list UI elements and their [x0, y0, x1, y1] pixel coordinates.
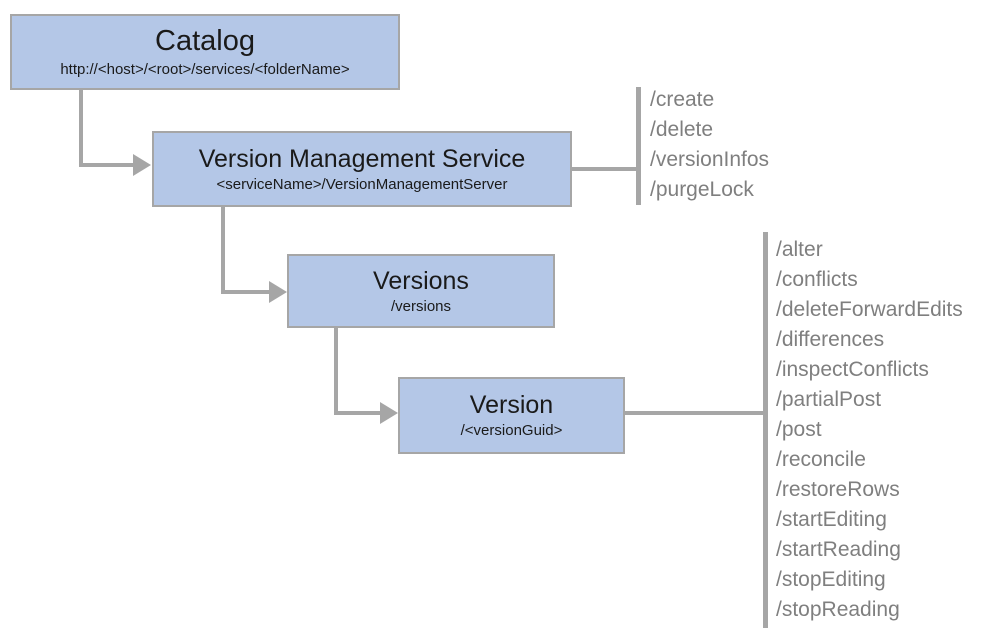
- endpoint-item: /stopEditing: [776, 568, 886, 591]
- connector-versions-to-version-vertical: [334, 328, 338, 415]
- endpoint-item: /alter: [776, 238, 823, 261]
- node-versions-subtitle: /versions: [390, 297, 452, 315]
- connector-vms-to-versions-vertical: [221, 207, 225, 294]
- node-version-title: Version: [469, 391, 554, 419]
- endpoint-item: /purgeLock: [650, 178, 754, 201]
- endpoint-item: /versionInfos: [650, 148, 770, 171]
- connector-catalog-to-vms-vertical: [79, 90, 83, 167]
- endpoint-item: /conflicts: [776, 268, 858, 291]
- node-version-management-service[interactable]: Version Management Service <serviceName>…: [152, 131, 572, 207]
- operations-bracket-version: [763, 232, 768, 628]
- arrowhead-catalog-to-vms: [133, 154, 151, 176]
- endpoint-item: /post: [776, 418, 822, 441]
- node-catalog-subtitle: http://<host>/<root>/services/<folderNam…: [60, 60, 350, 78]
- arrowhead-vms-to-versions: [269, 281, 287, 303]
- endpoint-list-version: /alter/conflicts/deleteForwardEdits/diff…: [776, 235, 963, 625]
- node-versions-title: Versions: [373, 266, 469, 295]
- endpoint-item: /restoreRows: [776, 478, 900, 501]
- node-version-management-service-subtitle: <serviceName>/VersionManagementServer: [216, 175, 508, 193]
- operations-bracket-vms: [636, 87, 641, 205]
- endpoint-item: /startReading: [776, 538, 901, 561]
- node-versions[interactable]: Versions /versions: [287, 254, 555, 328]
- endpoint-item: /stopReading: [776, 598, 900, 621]
- endpoint-item: /create: [650, 88, 715, 111]
- endpoint-item: /delete: [650, 118, 714, 141]
- endpoint-item: /differences: [776, 328, 885, 351]
- node-catalog[interactable]: Catalog http://<host>/<root>/services/<f…: [10, 14, 400, 90]
- arrowhead-versions-to-version: [380, 402, 398, 424]
- connector-version-to-operations-bracket: [625, 411, 767, 415]
- endpoint-item: /reconcile: [776, 448, 866, 471]
- connector-vms-to-operations-bracket: [572, 167, 640, 171]
- node-version[interactable]: Version /<versionGuid>: [398, 377, 625, 454]
- connector-vms-to-versions-horizontal: [221, 290, 273, 294]
- node-catalog-title: Catalog: [155, 25, 255, 58]
- endpoint-item: /startEditing: [776, 508, 887, 531]
- connector-catalog-to-vms-horizontal: [79, 163, 135, 167]
- connector-versions-to-version-horizontal: [334, 411, 384, 415]
- node-version-management-service-title: Version Management Service: [198, 144, 526, 173]
- endpoint-item: /inspectConflicts: [776, 358, 929, 381]
- endpoint-item: /deleteForwardEdits: [776, 298, 963, 321]
- endpoint-item: /partialPost: [776, 388, 882, 411]
- endpoint-list-version-management-service: /create/delete/versionInfos/purgeLock: [650, 85, 769, 205]
- node-version-subtitle: /<versionGuid>: [460, 422, 563, 440]
